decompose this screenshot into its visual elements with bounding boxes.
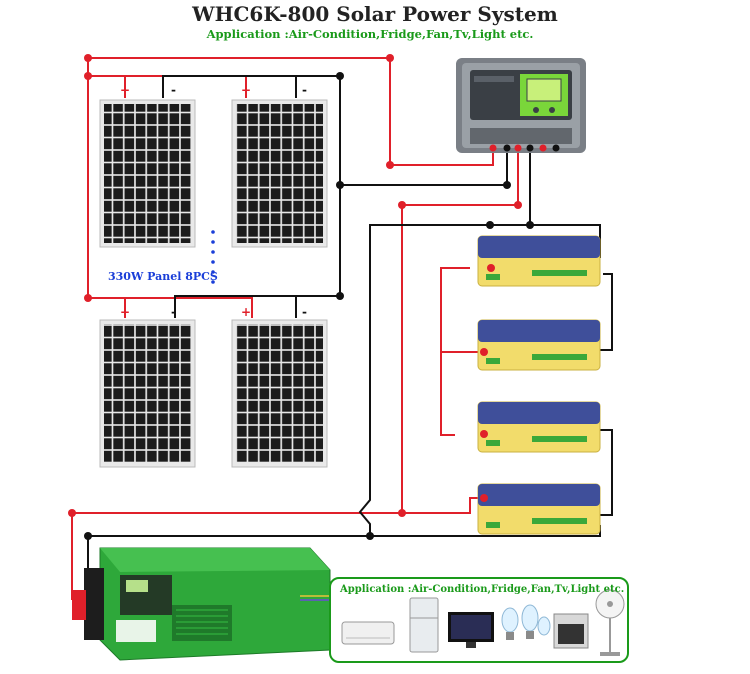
panel-plus-sign: +: [120, 83, 130, 97]
panel-plus-sign: +: [120, 305, 130, 319]
charge-controller: [456, 58, 586, 153]
solar-panel-bottom-right: [231, 319, 328, 468]
page-subtitle: Application :Air-Condition,Fridge,Fan,Tv…: [206, 27, 534, 41]
air-conditioner-icon: [341, 621, 395, 645]
battery-1: [477, 235, 601, 287]
oven-icon: [553, 613, 589, 649]
fan-icon: [595, 589, 625, 656]
solar-panel-top-left: [99, 99, 196, 248]
inverter: [72, 547, 331, 661]
panel-minus-sign: -: [302, 83, 307, 97]
panel-minus-sign: -: [171, 305, 176, 319]
battery-3: [477, 401, 601, 453]
solar-panel-bottom-left: [99, 319, 196, 468]
panel-count-label: 330W Panel 8PCS: [108, 270, 218, 283]
light-bulbs-icon: [501, 604, 551, 640]
panel-minus-sign: -: [302, 305, 307, 319]
battery-2: [477, 319, 601, 371]
panel-minus-sign: -: [171, 83, 176, 97]
fridge-icon: [409, 597, 439, 653]
appliance-label: Application :Air-Condition,Fridge,Fan,Tv…: [340, 584, 625, 595]
more-panels-dots: [211, 230, 215, 284]
tv-icon: [448, 612, 494, 648]
page-title: WHC6K-800 Solar Power System: [192, 2, 558, 26]
battery-4: [477, 483, 601, 535]
panel-plus-sign: +: [241, 83, 251, 97]
solar-panel-top-right: [231, 99, 328, 248]
panel-plus-sign: +: [241, 305, 251, 319]
